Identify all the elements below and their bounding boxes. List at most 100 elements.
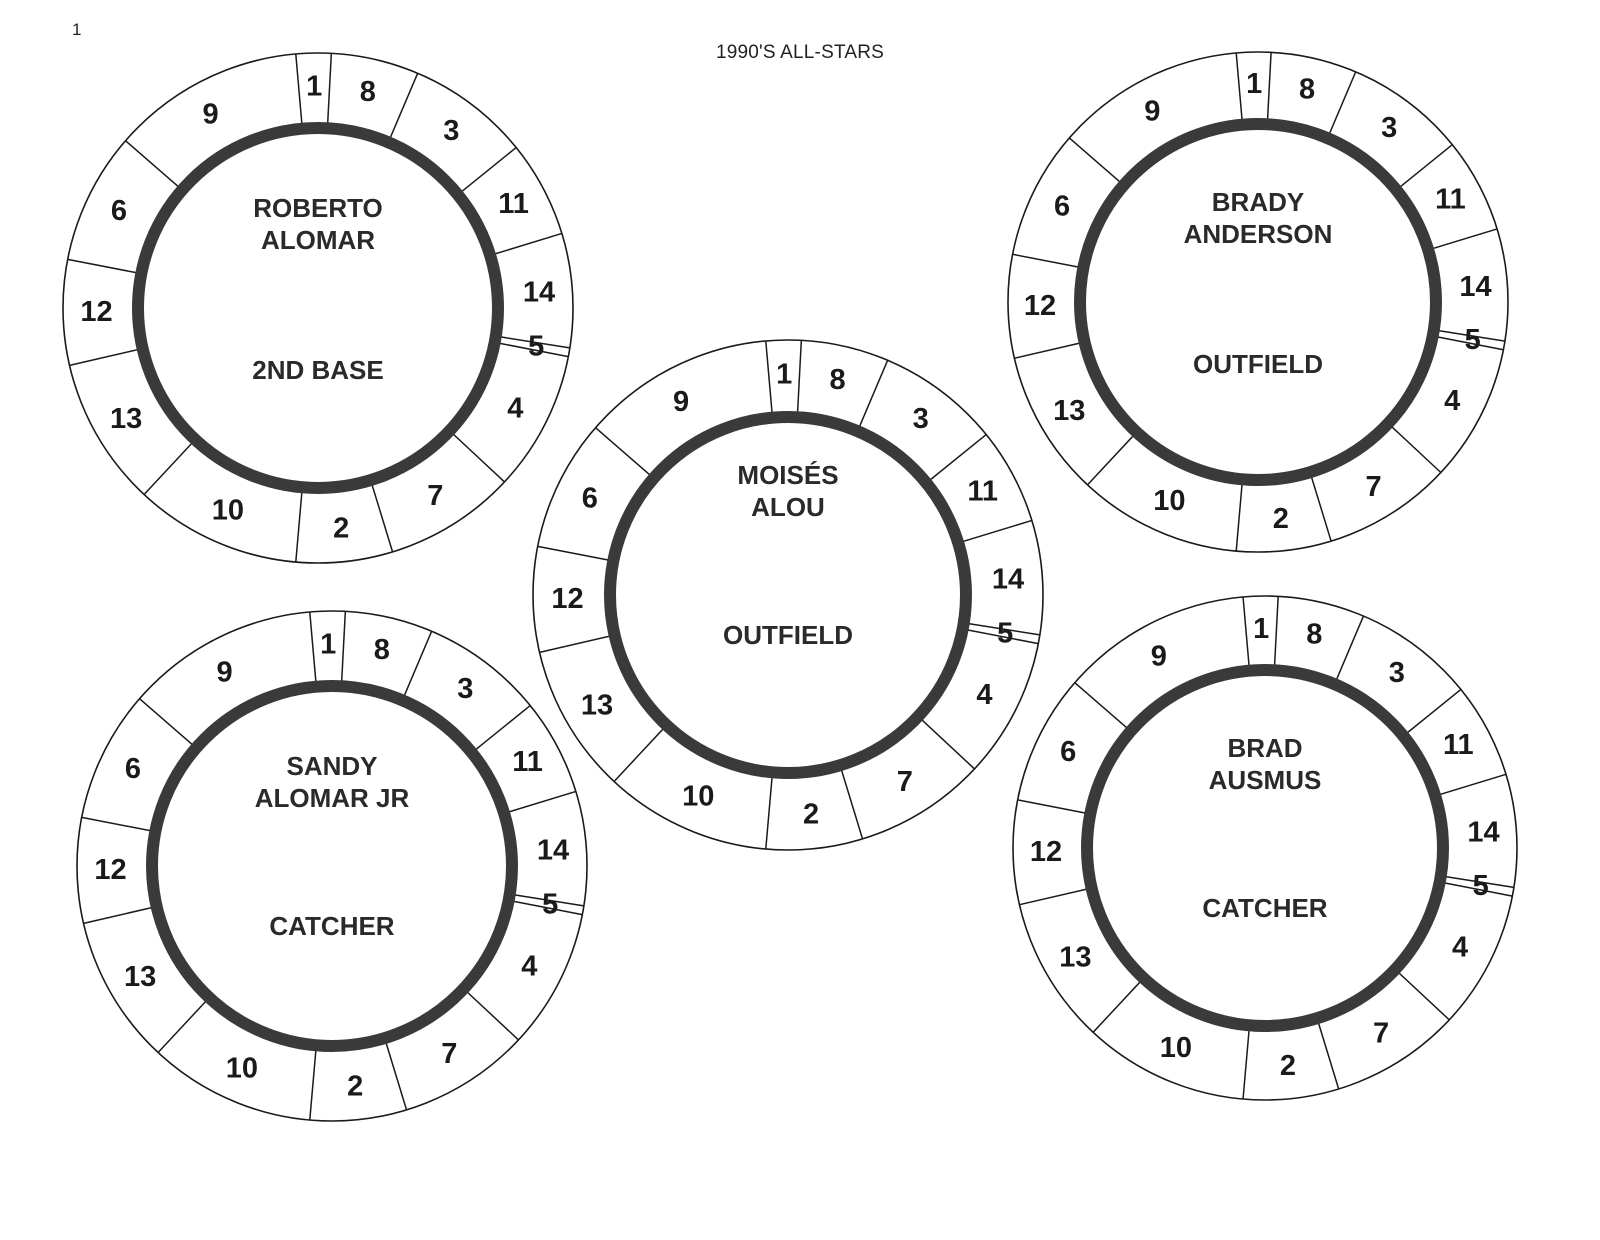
segment-number: 5 xyxy=(997,617,1013,649)
segment-number: 4 xyxy=(507,393,523,425)
segment-number: 1 xyxy=(1246,68,1262,100)
segment-divider xyxy=(1316,1018,1340,1090)
segment-divider xyxy=(509,893,584,907)
segment-number: 14 xyxy=(1459,271,1491,303)
segment-divider xyxy=(1092,977,1145,1033)
segment-divider xyxy=(449,430,506,483)
player-name-line: BRADY xyxy=(1212,187,1304,217)
segment-number: 8 xyxy=(1299,74,1315,106)
segment-number: 12 xyxy=(80,296,112,328)
player-position: CATCHER xyxy=(1202,893,1327,923)
segment-divider xyxy=(1242,596,1251,671)
player-name-line: ALOMAR xyxy=(261,225,375,255)
segment-divider xyxy=(1394,968,1450,1021)
segment-number: 6 xyxy=(582,482,598,514)
segment-divider xyxy=(839,765,864,840)
segment-divider xyxy=(383,1037,408,1111)
page-number: 1 xyxy=(72,20,82,39)
segment-divider xyxy=(1235,479,1244,552)
segment-divider xyxy=(81,816,156,833)
player-name-line: AUSMUS xyxy=(1209,765,1322,795)
segment-number: 14 xyxy=(992,564,1024,596)
wheel-inner-ring xyxy=(132,122,504,494)
segment-number: 5 xyxy=(1473,870,1489,902)
segment-divider xyxy=(83,905,157,925)
segment-number: 12 xyxy=(1024,290,1056,322)
segment-number: 1 xyxy=(776,359,792,391)
segment-divider xyxy=(157,997,210,1054)
segment-divider xyxy=(503,790,577,815)
segment-divider xyxy=(1402,688,1462,737)
segment-divider xyxy=(457,146,517,196)
segment-number: 6 xyxy=(111,195,127,227)
segment-divider xyxy=(1235,52,1244,125)
player-position: CATCHER xyxy=(269,911,394,941)
segment-number: 13 xyxy=(1053,395,1085,427)
segment-number: 13 xyxy=(581,689,613,721)
segment-divider xyxy=(69,347,143,367)
segment-divider xyxy=(1242,1025,1251,1100)
segment-number: 5 xyxy=(542,888,558,920)
wheel-outer-ring xyxy=(532,339,1044,851)
segment-number: 5 xyxy=(528,330,544,362)
segment-number: 9 xyxy=(217,656,233,688)
segment-divider xyxy=(489,232,563,257)
segment-divider xyxy=(1019,887,1092,906)
segment-divider xyxy=(958,519,1033,544)
segment-number: 8 xyxy=(360,76,376,108)
segment-number: 1 xyxy=(1253,613,1269,645)
segment-number: 8 xyxy=(374,634,390,666)
player-position: 2ND BASE xyxy=(252,355,383,385)
segment-divider xyxy=(508,899,583,916)
segment-number: 4 xyxy=(1444,385,1460,417)
segment-divider xyxy=(369,479,394,553)
segment-number: 13 xyxy=(110,403,142,435)
segment-divider xyxy=(326,53,333,129)
segment-divider xyxy=(1273,596,1279,671)
segment-divider xyxy=(1333,615,1365,685)
segment-number: 6 xyxy=(1060,736,1076,768)
segment-divider xyxy=(67,258,142,275)
segment-divider xyxy=(495,335,570,349)
segment-divider xyxy=(463,988,520,1041)
segment-number: 7 xyxy=(897,766,913,798)
segment-number: 14 xyxy=(523,277,555,309)
segment-divider xyxy=(1266,52,1272,125)
wheel-inner-ring xyxy=(146,680,518,1052)
segment-number: 9 xyxy=(203,98,219,130)
segment-divider xyxy=(1074,682,1132,732)
segment-number: 6 xyxy=(125,753,141,785)
segment-divider xyxy=(925,433,987,484)
segment-divider xyxy=(340,611,347,687)
player-name-line: BRAD xyxy=(1227,733,1302,763)
segment-number: 4 xyxy=(521,951,537,983)
segment-divider xyxy=(1435,773,1507,797)
segment-divider xyxy=(1068,137,1125,186)
segment-divider xyxy=(1439,881,1513,897)
segment-divider xyxy=(539,634,615,654)
segment-divider xyxy=(1326,71,1357,139)
segment-number: 3 xyxy=(1381,112,1397,144)
player-name-line: ROBERTO xyxy=(253,193,383,223)
segment-divider xyxy=(387,72,419,143)
segment-number: 3 xyxy=(443,115,459,147)
segment-number: 7 xyxy=(1373,1018,1389,1050)
segment-number: 4 xyxy=(976,679,992,711)
segment-number: 10 xyxy=(1153,485,1185,517)
segment-number: 2 xyxy=(333,512,349,544)
player-name-line: SANDY xyxy=(286,751,377,781)
segment-number: 11 xyxy=(1435,184,1466,216)
segment-number: 6 xyxy=(1054,190,1070,222)
segment-number: 11 xyxy=(512,746,543,778)
segment-divider xyxy=(962,628,1039,645)
segment-divider xyxy=(295,487,304,563)
segment-divider xyxy=(1014,341,1085,359)
segment-divider xyxy=(1395,144,1453,191)
segment-divider xyxy=(401,630,433,701)
segment-number: 10 xyxy=(682,780,714,812)
segment-number: 2 xyxy=(1273,503,1289,535)
